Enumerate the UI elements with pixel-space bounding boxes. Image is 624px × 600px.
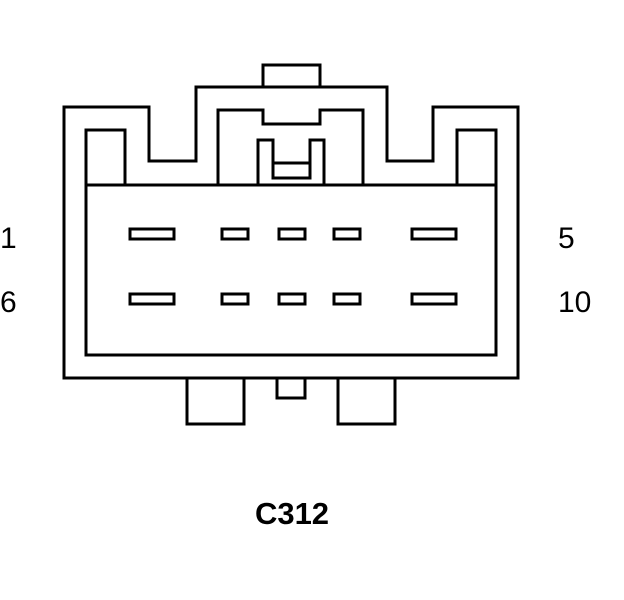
pin-8 — [277, 292, 307, 306]
latch-inner-left — [256, 138, 275, 185]
pin-4 — [332, 227, 362, 241]
bottom-center-tab — [275, 378, 307, 400]
pin-6 — [128, 292, 176, 306]
bottom-right-tab — [336, 378, 397, 426]
pin-5 — [410, 227, 458, 241]
connector-housing — [62, 85, 520, 380]
latch-inner-right — [308, 138, 326, 185]
right-side-tab — [455, 128, 498, 185]
pin-label-10: 10 — [558, 286, 592, 319]
top-key-tab — [261, 63, 322, 89]
pin-label-5: 5 — [558, 222, 575, 255]
pin-1 — [128, 227, 176, 241]
latch-center-block — [271, 161, 312, 180]
pin-2 — [220, 227, 250, 241]
bottom-left-tab — [185, 378, 246, 426]
pin-9 — [332, 292, 362, 306]
pin-3 — [277, 227, 307, 241]
pin-7 — [220, 292, 250, 306]
left-side-tab — [84, 128, 127, 185]
latch-outline — [216, 108, 365, 185]
connector-id-label: C312 — [254, 496, 330, 531]
pin-label-1: 1 — [0, 222, 17, 255]
pin-10 — [410, 292, 458, 306]
pin-cavity — [84, 183, 498, 357]
pin-label-6: 6 — [0, 286, 17, 319]
